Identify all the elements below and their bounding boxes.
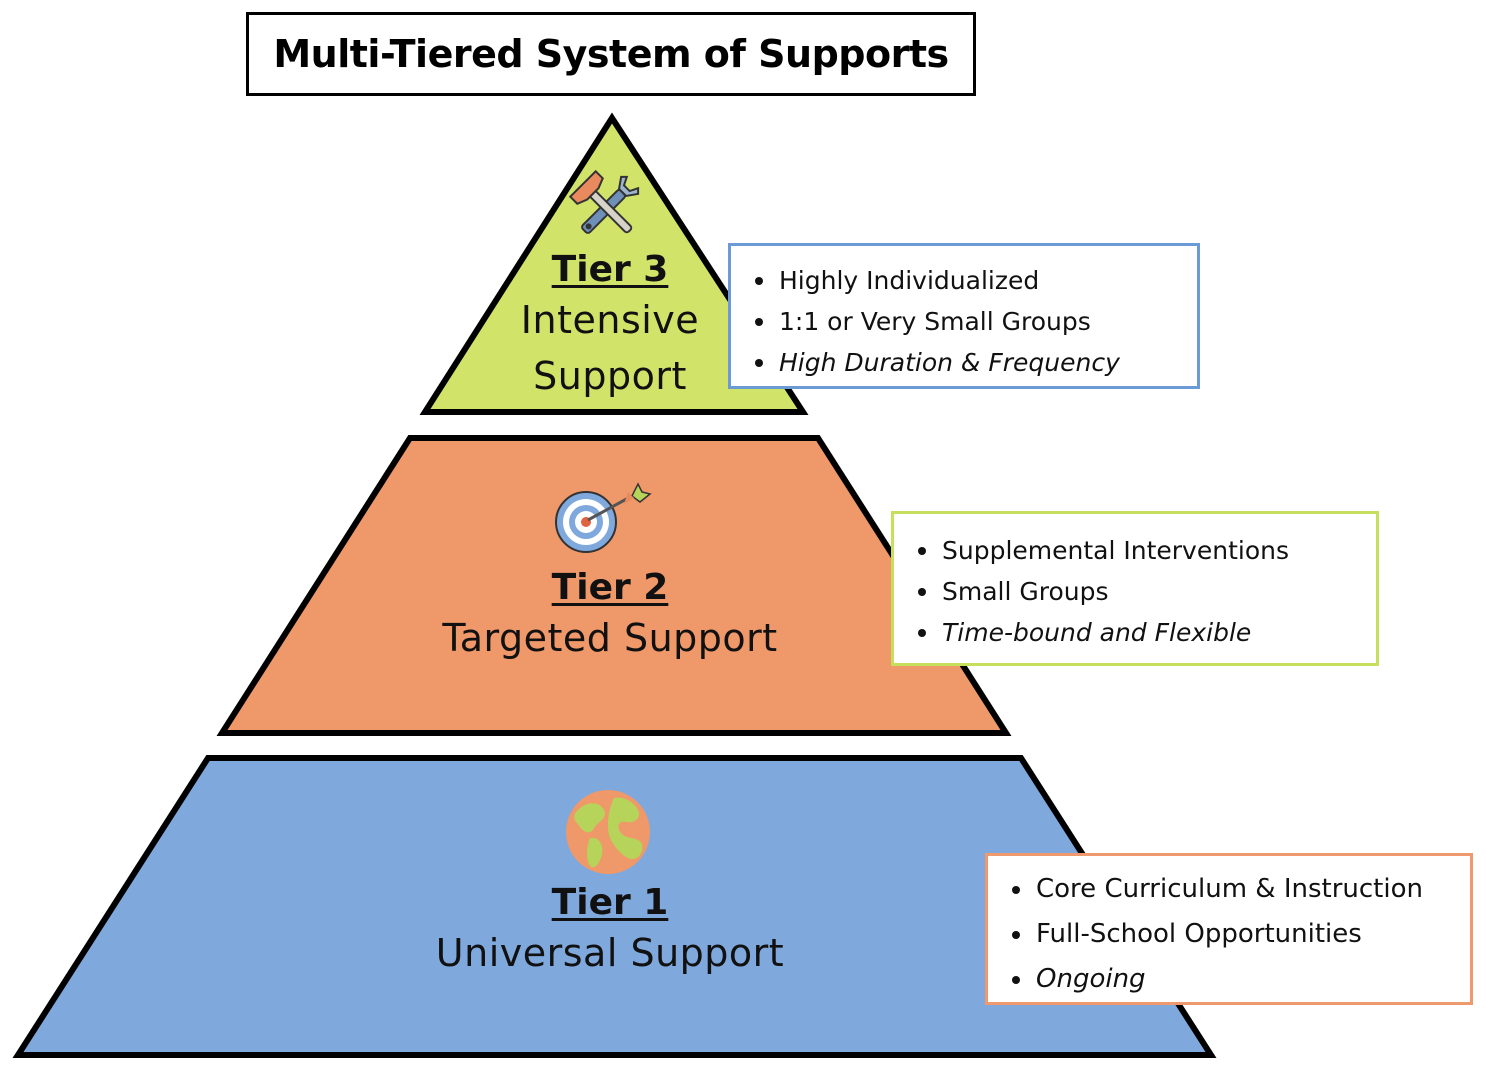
target-icon xyxy=(555,482,652,553)
title-box: Multi-Tiered System of Supports xyxy=(246,12,976,96)
tier3-bullet: 1:1 or Very Small Groups xyxy=(753,301,1197,342)
tier2-bullet: Time-bound and Flexible xyxy=(916,612,1376,653)
tier2-heading: Tier 2 xyxy=(551,567,669,608)
tier2-label: Tier 2 Targeted Support xyxy=(390,566,830,666)
tier1-label: Tier 1 Universal Support xyxy=(380,881,840,981)
diagram-title: Multi-Tiered System of Supports xyxy=(273,32,949,76)
tier3-subtitle-line2: Support xyxy=(533,354,687,398)
tier2-bullet-list: Supplemental Interventions Small Groups … xyxy=(916,530,1376,653)
tier2-subtitle: Targeted Support xyxy=(442,616,778,660)
tier2-bullet: Small Groups xyxy=(916,571,1376,612)
tier1-bullet: Ongoing xyxy=(1010,957,1470,1002)
tier1-info-box: Core Curriculum & Instruction Full-Schoo… xyxy=(985,853,1473,1005)
tier3-triangle xyxy=(419,112,809,415)
tools-icon xyxy=(568,169,640,234)
tier3-subtitle-line1: Intensive xyxy=(520,298,700,342)
tier1-subtitle: Universal Support xyxy=(435,931,785,975)
tier3-info-box: Highly Individualized 1:1 or Very Small … xyxy=(728,243,1200,389)
tier1-bullet-list: Core Curriculum & Instruction Full-Schoo… xyxy=(1010,867,1470,1002)
tier2-info-box: Supplemental Interventions Small Groups … xyxy=(891,511,1379,666)
tier1-trapezoid xyxy=(12,755,1217,1058)
tier3-bullet-list: Highly Individualized 1:1 or Very Small … xyxy=(753,260,1197,383)
tier1-heading: Tier 1 xyxy=(551,882,669,923)
tier1-bullet: Core Curriculum & Instruction xyxy=(1010,867,1470,912)
tier3-heading: Tier 3 xyxy=(551,249,669,290)
tier1-bullet: Full-School Opportunities xyxy=(1010,912,1470,957)
tier3-bullet: Highly Individualized xyxy=(753,260,1197,301)
tier3-bullet: High Duration & Frequency xyxy=(753,342,1197,383)
tier3-label: Tier 3 Intensive Support xyxy=(480,248,740,404)
tier2-trapezoid xyxy=(216,435,1012,736)
globe-icon xyxy=(566,790,650,874)
tier2-bullet: Supplemental Interventions xyxy=(916,530,1376,571)
